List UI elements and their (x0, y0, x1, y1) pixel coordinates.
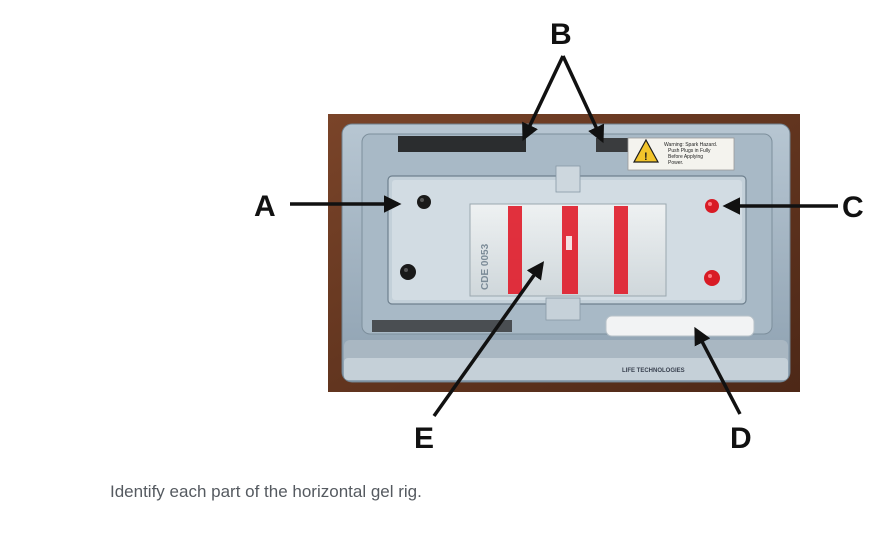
arrow-b-right (561, 55, 605, 144)
callout-label-e: E (414, 422, 434, 455)
tray-embossed-text: CDE 0053 (480, 243, 491, 290)
warning-label: ! Warning: Spark Hazard. Push Plugs in F… (627, 137, 735, 171)
callout-label-c: C (842, 191, 864, 224)
brand-text: LIFE TECHNOLOGIES (622, 368, 685, 374)
warning-line-1: Push Plugs in Fully (668, 148, 711, 154)
warning-line-3: Power. (668, 160, 683, 166)
arrow-d (694, 326, 742, 415)
chamber-divider-bottom (545, 297, 581, 321)
callout-label-a: A (254, 190, 276, 223)
electrode-plug-left-top (417, 195, 431, 209)
dye-band-gap (566, 236, 572, 250)
warning-exclamation: ! (644, 151, 648, 163)
electrode-slot-top-left (398, 136, 526, 152)
gel-comb (605, 315, 755, 337)
gel-rig-photo: ! Warning: Spark Hazard. Push Plugs in F… (328, 114, 800, 392)
callout-arrows (290, 55, 838, 418)
question-caption: Identify each part of the horizontal gel… (110, 482, 422, 501)
electrode-slot-bottom-left (372, 320, 512, 332)
chamber-divider-top (555, 165, 581, 193)
gel-rig-figure: ! Warning: Spark Hazard. Push Plugs in F… (254, 18, 864, 455)
warning-triangle-icon (632, 138, 660, 163)
arrow-e (432, 261, 545, 418)
rig-base-edge (344, 358, 788, 380)
electrode-plug-right-bottom (704, 270, 720, 286)
callout-label-d: D (730, 422, 752, 455)
warning-heading: Warning: Spark Hazard. (664, 142, 717, 148)
callout-letters: A B C D E (254, 18, 864, 455)
dye-band-1 (508, 206, 522, 294)
dye-band-3 (614, 206, 628, 294)
callout-label-b: B (550, 18, 572, 51)
arrow-b-left (522, 55, 565, 142)
warning-line-2: Before Applying (668, 154, 703, 160)
electrode-plug-right-top (705, 199, 719, 213)
electrode-plug-left-bottom (400, 264, 416, 280)
